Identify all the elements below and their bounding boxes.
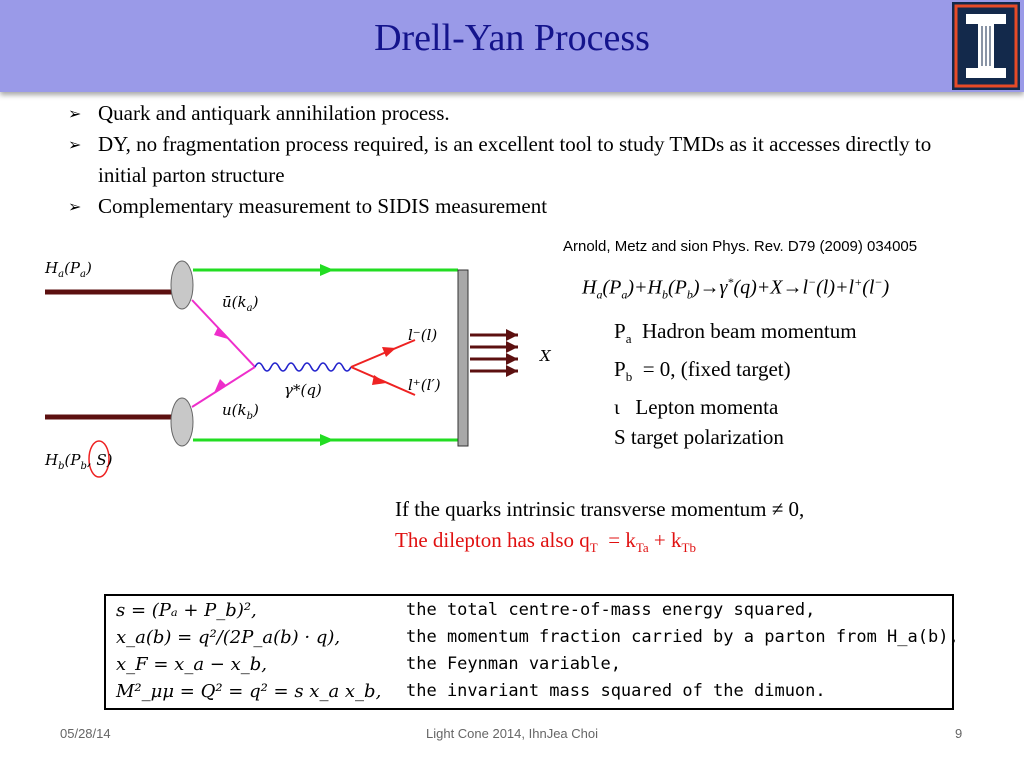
footer-date: 05/28/14 xyxy=(60,726,111,741)
footer-center: Light Cone 2014, IhnJea Choi xyxy=(425,726,598,741)
bullet-item: ➢DY, no fragmentation process required, … xyxy=(68,129,968,191)
label-quark: u(kb) xyxy=(222,401,259,422)
x-fragment-arrow xyxy=(506,353,518,365)
target-block xyxy=(457,269,469,447)
dilepton-note: The dilepton has also qT = kTa + kTb xyxy=(395,528,696,556)
reference-citation: Arnold, Metz and sion Phys. Rev. D79 (20… xyxy=(563,238,918,255)
hadron-a-blob xyxy=(170,260,194,310)
label-antiquark: ū(ka) xyxy=(222,293,259,314)
quark-arrow xyxy=(214,379,226,393)
process-formula: Ha(Pa)+Hb(Pb)→γ*(q)+X→l−(l)+l+(l−) xyxy=(582,275,890,302)
var-s: S target polarization xyxy=(614,425,784,450)
slide-title: Drell-Yan Process xyxy=(374,17,650,59)
drell-yan-feynman-diagram: Ha(Pa) Hb(Pb, S) ū(ka) u(kb) γ*(q) l⁻(l)… xyxy=(44,259,552,478)
slide-header: Drell-Yan Process xyxy=(0,0,1024,92)
arrow-bullet-icon: ➢ xyxy=(68,135,82,154)
var-iota: ι Lepton momenta xyxy=(614,395,779,420)
arrow-bullet-icon: ➢ xyxy=(68,104,82,123)
footer-page-number: 9 xyxy=(955,726,963,741)
lepton-plus-arrow xyxy=(372,375,386,385)
antiquark-arrow xyxy=(214,327,228,339)
x-fragment-arrow xyxy=(506,341,518,353)
antiquark-line xyxy=(191,299,256,368)
hadron-b-blob xyxy=(170,397,194,447)
photon-propagator xyxy=(254,362,352,372)
label-hadron-b: Hb(Pb, S) xyxy=(44,451,113,472)
transverse-momentum-note: If the quarks intrinsic transverse momen… xyxy=(395,497,805,521)
bullet-item: ➢Quark and antiquark annihilation proces… xyxy=(68,98,968,129)
quark-line xyxy=(191,366,256,408)
label-lepton-minus: l⁻(l) xyxy=(408,326,437,344)
var-pb: Pb = 0, (fixed target) xyxy=(614,357,791,385)
arrow-bullet-icon: ➢ xyxy=(68,197,82,216)
kinematics-table: s = (Pₐ + P_b)², the total centre-of-mas… xyxy=(104,594,959,710)
university-logo xyxy=(952,2,1020,90)
bullet-item: ➢Complementary measurement to SIDIS meas… xyxy=(68,191,968,222)
spectator-a-arrow xyxy=(320,264,334,276)
label-x: X xyxy=(539,347,552,365)
spectator-b-arrow xyxy=(320,434,334,446)
variable-definitions: Pa Hadron beam momentum Pb = 0, (fixed t… xyxy=(614,316,857,452)
spin-highlight-circle xyxy=(88,440,110,478)
label-lepton-plus: l⁺(l′) xyxy=(408,376,441,394)
x-fragment-arrow xyxy=(506,365,518,377)
block-i-icon xyxy=(954,4,1018,88)
label-hadron-a: Ha(Pa) xyxy=(44,259,92,280)
lepton-minus-line xyxy=(350,339,416,368)
lepton-minus-arrow xyxy=(382,347,396,357)
label-photon: γ*(q) xyxy=(284,381,322,399)
var-pa: Pa Hadron beam momentum xyxy=(614,319,857,347)
x-fragment-arrow xyxy=(506,329,518,341)
bullet-list: ➢Quark and antiquark annihilation proces… xyxy=(68,98,968,222)
